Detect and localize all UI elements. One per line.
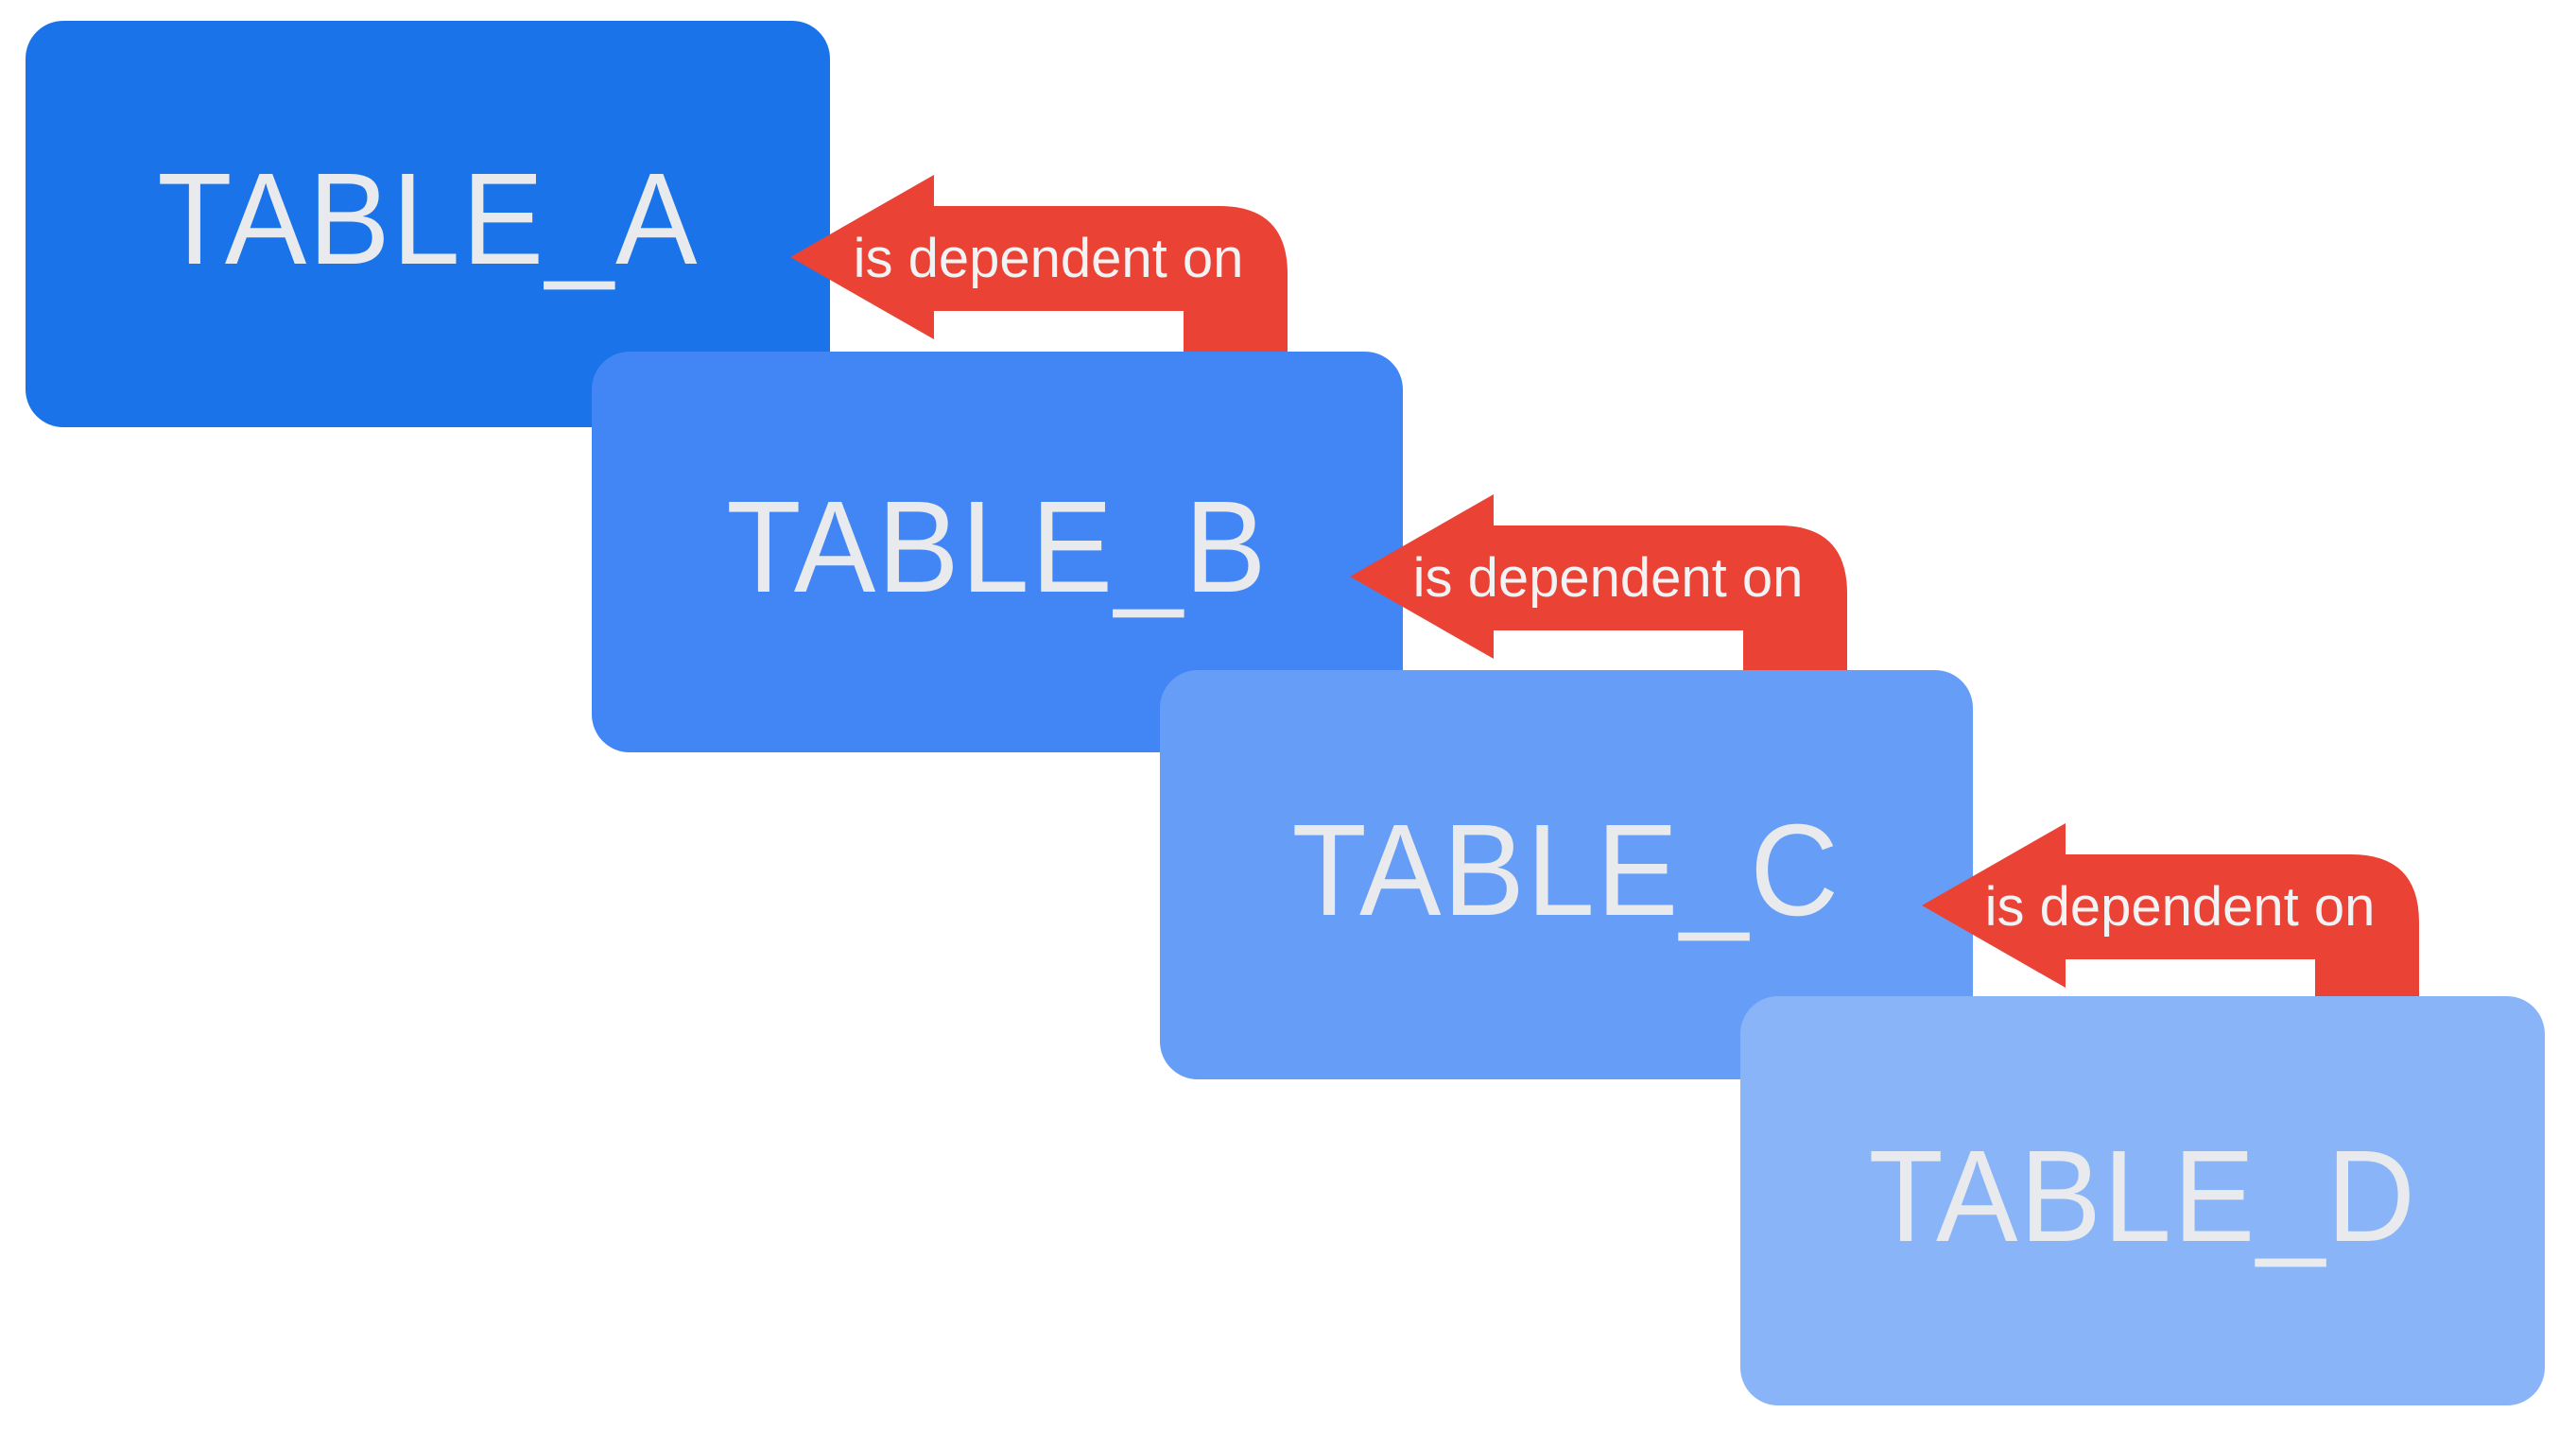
dependency-arrow-c-to-b-label: is dependent on xyxy=(1412,546,1804,609)
left-arrow-shape xyxy=(790,175,1288,364)
dependency-arrow-c-to-b xyxy=(1350,494,1847,683)
table-d-node: TABLE_D xyxy=(1740,996,2545,1405)
left-arrow-shape xyxy=(1922,823,2419,1012)
table-c-label: TABLE_C xyxy=(1291,797,1841,943)
dependency-arrow-d-to-c xyxy=(1922,823,2419,1012)
dependency-arrow-d-to-c-label: is dependent on xyxy=(1984,875,2376,938)
dependency-arrow-b-to-a-label: is dependent on xyxy=(853,227,1244,289)
table-b-label: TABLE_B xyxy=(726,474,1269,620)
table-d-label: TABLE_D xyxy=(1868,1123,2417,1269)
table-a-node: TABLE_A xyxy=(26,21,830,427)
dependency-arrow-b-to-a xyxy=(790,175,1288,364)
table-a-label: TABLE_A xyxy=(156,146,700,292)
left-arrow-shape xyxy=(1350,494,1847,683)
